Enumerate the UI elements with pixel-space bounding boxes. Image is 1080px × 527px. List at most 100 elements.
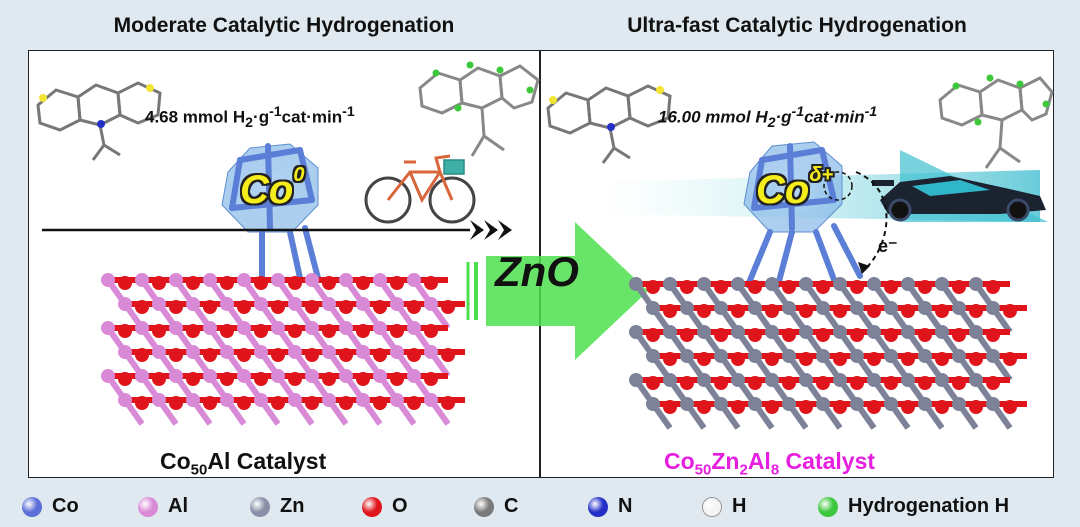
h-atom-icon	[702, 497, 722, 517]
lattice-oxygen-atom	[441, 348, 455, 362]
hydrogenation-h-markers-right	[952, 74, 1050, 126]
lattice-oxygen-atom	[186, 372, 200, 386]
lattice-oxygen-atom	[799, 304, 813, 318]
lattice-oxygen-atom	[271, 396, 285, 410]
lattice-oxygen-atom	[918, 280, 932, 294]
lattice-metal-atom	[186, 393, 200, 407]
sulfur-atoms-right	[549, 86, 664, 104]
lattice-oxygen-atom	[237, 300, 251, 314]
lattice-oxygen-atom	[680, 376, 694, 390]
lattice-oxygen-atom	[118, 324, 132, 338]
electron-arrowhead	[858, 262, 870, 274]
lattice-metal-atom	[714, 301, 728, 315]
right-panel-title: Ultra-fast Catalytic Hydrogenation	[627, 14, 967, 37]
lattice-oxygen-atom	[288, 324, 302, 338]
lattice-oxygen-atom	[850, 280, 864, 294]
lattice-oxygen-atom	[952, 376, 966, 390]
lattice-oxygen-atom	[816, 376, 830, 390]
lattice-metal-atom	[867, 277, 881, 291]
lattice-oxygen-atom	[288, 372, 302, 386]
lattice-oxygen-atom	[697, 304, 711, 318]
lattice-oxygen-atom	[935, 304, 949, 318]
rate-mid2: cat·min	[804, 107, 865, 127]
lattice-metal-atom	[118, 297, 132, 311]
lattice-oxygen-atom	[424, 276, 438, 290]
lattice-oxygen-atom	[986, 328, 1000, 342]
left-panel	[28, 50, 540, 478]
lattice-oxygen-atom	[680, 280, 694, 294]
lattice-oxygen-atom	[152, 372, 166, 386]
lattice-oxygen-atom	[254, 372, 268, 386]
lattice-oxygen-atom	[748, 376, 762, 390]
cat-sub: 50	[190, 461, 208, 479]
lattice-oxygen-atom	[203, 300, 217, 314]
lattice-metal-atom	[901, 325, 915, 339]
molecule-icon	[418, 64, 540, 157]
lattice-oxygen-atom	[731, 352, 745, 366]
lattice-metal-atom	[135, 369, 149, 383]
lattice-metal-atom	[135, 321, 149, 335]
lattice-metal-atom	[254, 345, 268, 359]
lattice-oxygen-atom	[833, 352, 847, 366]
lattice-oxygen-atom	[152, 324, 166, 338]
lattice-metal-atom	[237, 321, 251, 335]
lattice-metal-atom	[867, 373, 881, 387]
lattice-metal-atom	[186, 297, 200, 311]
lattice-metal-atom	[186, 345, 200, 359]
lattice-metal-atom	[390, 393, 404, 407]
lattice-oxygen-atom	[237, 396, 251, 410]
lattice-oxygen-atom	[118, 276, 132, 290]
lattice-oxygen-atom	[765, 304, 779, 318]
lattice-metal-atom	[271, 273, 285, 287]
lattice-metal-atom	[731, 277, 745, 291]
zn-atom-icon	[250, 497, 270, 517]
lattice-metal-atom	[322, 345, 336, 359]
co-charge: δ+	[809, 164, 834, 186]
lattice-metal-atom	[935, 373, 949, 387]
big-right-arrow-icon	[466, 222, 648, 360]
lattice-oxygen-atom	[952, 328, 966, 342]
lattice-oxygen-atom	[782, 280, 796, 294]
lattice-metal-atom	[901, 277, 915, 291]
lattice-oxygen-atom	[816, 328, 830, 342]
lattice-oxygen-atom	[646, 328, 660, 342]
lattice-oxygen-atom	[884, 328, 898, 342]
lattice-metal-atom	[237, 369, 251, 383]
rate-value: 4.68 mmol H	[145, 107, 246, 127]
lattice-oxygen-atom	[220, 276, 234, 290]
rate-sup: -1	[269, 104, 282, 120]
lattice-oxygen-atom	[901, 304, 915, 318]
lattice-oxygen-atom	[135, 348, 149, 362]
legend-label: Al	[168, 495, 188, 517]
lattice-metal-atom	[850, 397, 864, 411]
lattice-metal-atom	[680, 397, 694, 411]
lattice-metal-atom	[646, 349, 660, 363]
lattice-metal-atom	[646, 397, 660, 411]
lattice-metal-atom	[816, 397, 830, 411]
co-atom-icon	[22, 497, 42, 517]
lattice-metal-atom	[424, 393, 438, 407]
lattice-metal-atom	[680, 301, 694, 315]
lattice-oxygen-atom	[731, 400, 745, 414]
lattice-oxygen-atom	[935, 400, 949, 414]
left-rate-label: 4.68 mmol H2·g-1cat·min-1	[145, 104, 355, 131]
cat-sub: 50	[694, 461, 712, 479]
electron-transfer-arrow	[855, 171, 888, 269]
lattice-metal-atom	[799, 373, 813, 387]
co-highlight-ring	[823, 171, 853, 201]
lattice-oxygen-atom	[952, 280, 966, 294]
lattice-oxygen-atom	[748, 280, 762, 294]
legend-label: Zn	[280, 495, 305, 517]
lattice-oxygen-atom	[833, 400, 847, 414]
lattice-metal-atom	[680, 349, 694, 363]
lattice-oxygen-atom	[816, 280, 830, 294]
lattice-metal-atom	[918, 301, 932, 315]
lattice-oxygen-atom	[271, 348, 285, 362]
lattice-oxygen-atom	[254, 276, 268, 290]
cat-part: Al	[747, 448, 771, 474]
lattice-metal-atom	[101, 273, 115, 287]
lattice-metal-atom	[407, 273, 421, 287]
al-atom-icon	[138, 497, 158, 517]
lattice-metal-atom	[322, 297, 336, 311]
